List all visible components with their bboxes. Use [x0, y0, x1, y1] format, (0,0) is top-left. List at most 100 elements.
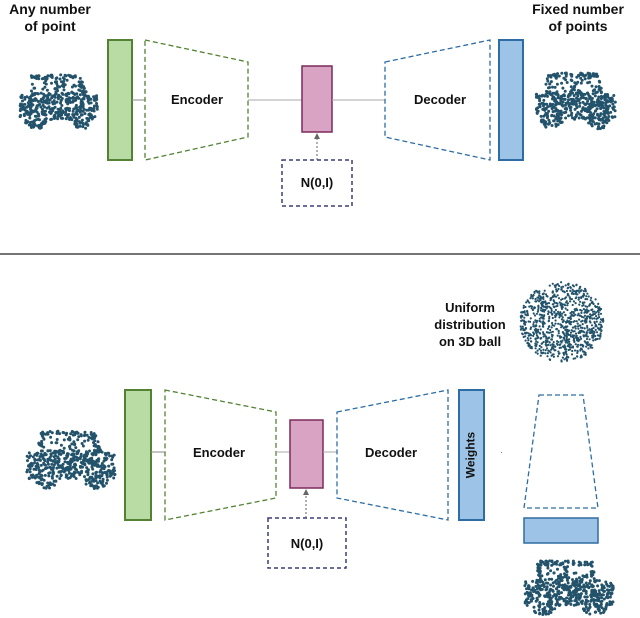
point — [93, 95, 97, 99]
point — [39, 442, 43, 446]
point — [571, 326, 575, 329]
point — [527, 339, 530, 342]
point — [38, 475, 42, 479]
point — [83, 433, 87, 437]
point — [529, 297, 532, 300]
point — [567, 340, 570, 343]
point — [583, 327, 586, 330]
point — [583, 102, 587, 106]
point — [566, 356, 569, 359]
point — [566, 292, 569, 295]
point — [65, 97, 69, 101]
point — [84, 90, 88, 94]
point — [90, 483, 94, 487]
point — [582, 96, 586, 100]
point — [56, 429, 60, 433]
point — [557, 322, 560, 325]
point — [552, 305, 555, 308]
point — [48, 449, 52, 453]
point — [605, 99, 609, 103]
point — [568, 102, 572, 106]
point — [560, 96, 564, 100]
point — [68, 436, 71, 439]
point — [569, 602, 573, 606]
point — [83, 439, 87, 443]
point — [597, 323, 601, 326]
point — [83, 463, 87, 467]
point — [70, 430, 74, 433]
point — [56, 456, 60, 460]
point — [543, 102, 547, 106]
point — [538, 105, 542, 109]
point — [565, 570, 569, 574]
point — [548, 317, 551, 320]
point — [559, 346, 563, 349]
point — [565, 328, 568, 331]
point — [557, 110, 561, 113]
point — [72, 449, 76, 453]
point — [536, 329, 539, 332]
point — [606, 117, 610, 121]
point — [556, 340, 559, 343]
point — [526, 312, 529, 315]
point — [538, 566, 542, 570]
point — [60, 80, 63, 84]
point — [547, 325, 551, 328]
point — [545, 302, 549, 305]
point — [53, 457, 57, 461]
point — [578, 286, 582, 289]
point — [550, 354, 553, 357]
point — [597, 95, 601, 99]
point — [38, 470, 42, 474]
point — [590, 296, 593, 299]
point — [59, 95, 62, 99]
point — [562, 311, 566, 314]
point — [582, 607, 585, 611]
point — [526, 337, 529, 340]
point — [573, 334, 576, 337]
top-input-label-line2: of point — [24, 18, 76, 34]
point — [540, 351, 543, 354]
point — [53, 93, 57, 97]
point — [593, 320, 596, 324]
point — [73, 75, 77, 79]
point — [30, 99, 34, 103]
input-layer-block — [107, 39, 133, 161]
point — [575, 290, 578, 294]
point — [26, 459, 29, 463]
point — [536, 568, 540, 572]
point — [27, 99, 31, 103]
point — [549, 80, 553, 84]
point — [574, 297, 577, 300]
point — [38, 126, 42, 130]
point — [73, 467, 77, 471]
point — [562, 336, 565, 339]
point — [595, 331, 599, 334]
ball-label-line1: Uniform — [445, 300, 495, 315]
point — [591, 585, 595, 589]
point — [39, 463, 43, 467]
point — [577, 74, 581, 78]
point — [27, 111, 31, 115]
point — [590, 328, 593, 331]
point — [538, 577, 542, 580]
point — [46, 457, 50, 461]
point — [58, 477, 62, 480]
encoder-label: Encoder — [193, 445, 245, 460]
point — [33, 461, 36, 465]
point — [613, 100, 617, 104]
point — [561, 320, 564, 324]
point — [581, 301, 584, 304]
point — [551, 323, 554, 327]
point — [576, 89, 580, 92]
point — [81, 105, 85, 109]
point — [54, 441, 58, 445]
point — [104, 458, 108, 462]
point — [38, 123, 42, 127]
point — [577, 563, 581, 567]
point — [579, 578, 583, 582]
point — [59, 452, 63, 456]
point — [580, 337, 583, 340]
point — [570, 298, 574, 301]
point — [552, 571, 556, 575]
